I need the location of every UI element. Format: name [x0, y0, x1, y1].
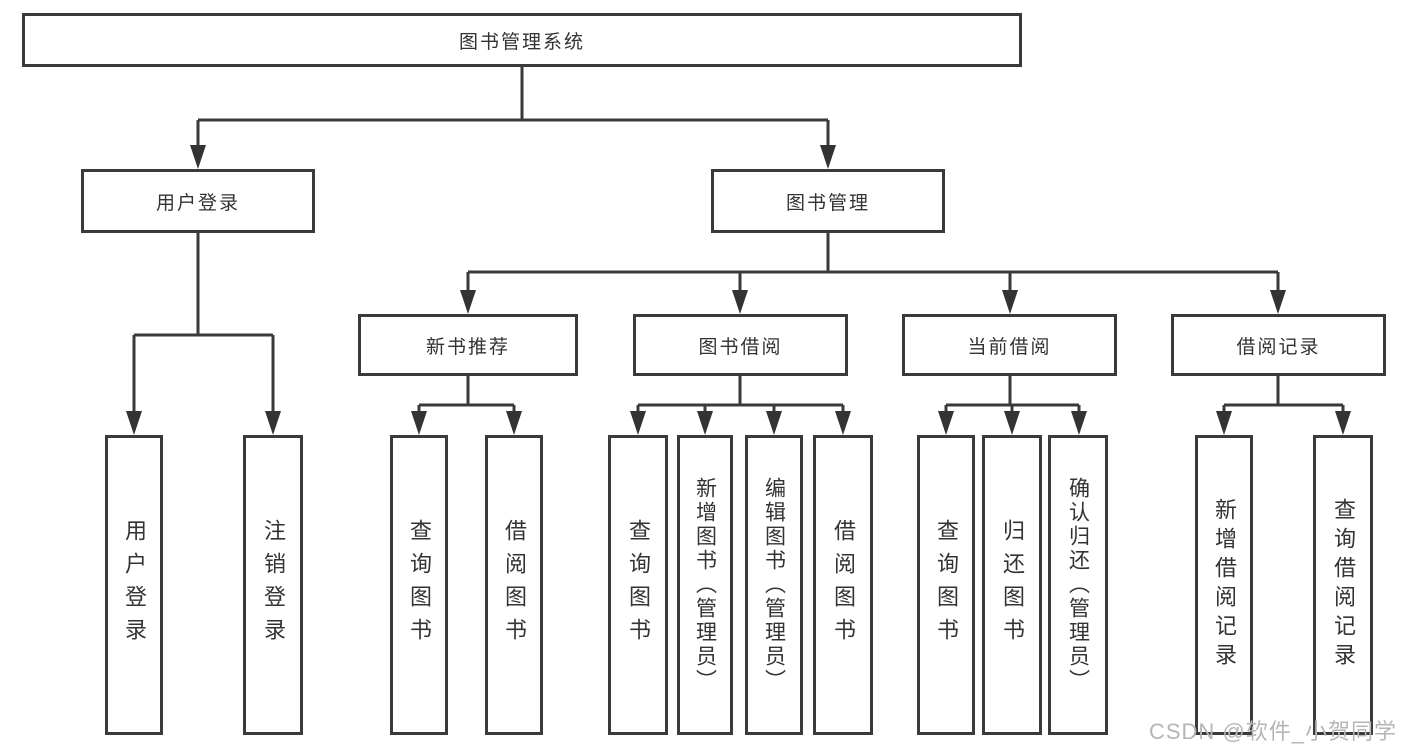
node-query-books-recommend: 查询图书	[390, 435, 448, 735]
node-book-management-module: 图书管理	[711, 169, 945, 233]
node-return-books: 归还图书	[982, 435, 1042, 735]
node-new-book-recommendation: 新书推荐	[358, 314, 578, 376]
node-confirm-return-admin: 确认归还（管理员）	[1048, 435, 1108, 735]
node-add-books-admin: 新增图书（管理员）	[677, 435, 733, 735]
node-edit-books-admin: 编辑图书（管理员）	[745, 435, 803, 735]
node-borrow-books-recommend: 借阅图书	[485, 435, 543, 735]
node-borrowing-records: 借阅记录	[1171, 314, 1386, 376]
node-query-books-borrowing: 查询图书	[608, 435, 668, 735]
node-add-borrow-record: 新增借阅记录	[1195, 435, 1253, 735]
node-library-management-system: 图书管理系统	[22, 13, 1022, 67]
node-current-borrowing: 当前借阅	[902, 314, 1117, 376]
node-book-borrowing: 图书借阅	[633, 314, 848, 376]
node-user-login-module: 用户登录	[81, 169, 315, 233]
node-query-borrow-record: 查询借阅记录	[1313, 435, 1373, 735]
node-query-books-current: 查询图书	[917, 435, 975, 735]
csdn-watermark: CSDN @软件_小贺同学	[1148, 719, 1397, 744]
node-user-login-leaf: 用户登录	[105, 435, 163, 735]
node-logout-leaf: 注销登录	[243, 435, 303, 735]
node-borrow-books-leaf: 借阅图书	[813, 435, 873, 735]
arrowheads	[126, 145, 1351, 435]
